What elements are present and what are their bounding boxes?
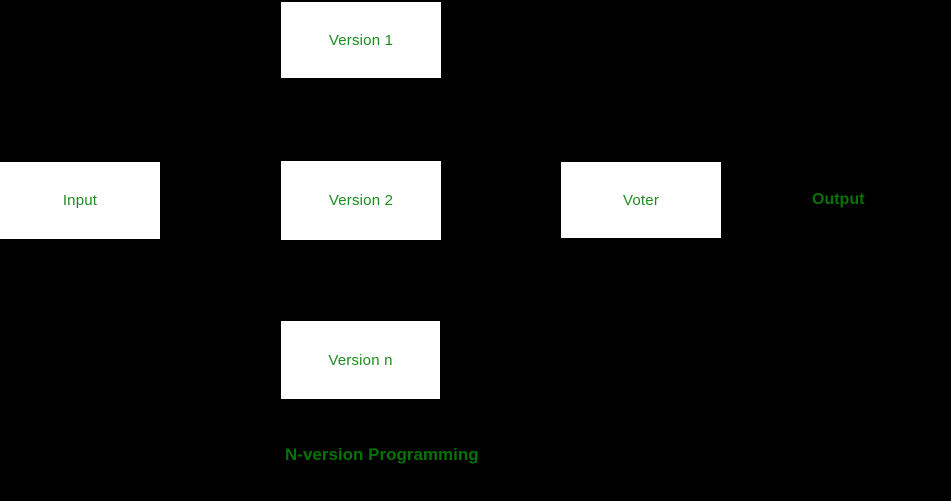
- version-2-node: Version 2: [281, 161, 441, 240]
- version-2-node-label: Version 2: [328, 192, 394, 209]
- diagram-caption: N-version Programming: [285, 445, 479, 464]
- input-node-label: Input: [62, 192, 98, 209]
- voter-node-label: Voter: [622, 191, 660, 209]
- voter-node: Voter: [561, 162, 721, 238]
- input-node: Input: [0, 162, 160, 239]
- version-1-node: Version 1: [281, 2, 441, 78]
- version-n-node: Version n: [281, 321, 440, 399]
- output-label: Output: [812, 191, 865, 208]
- version-1-node-label: Version 1: [328, 31, 394, 49]
- version-n-node-label: Version n: [328, 351, 393, 369]
